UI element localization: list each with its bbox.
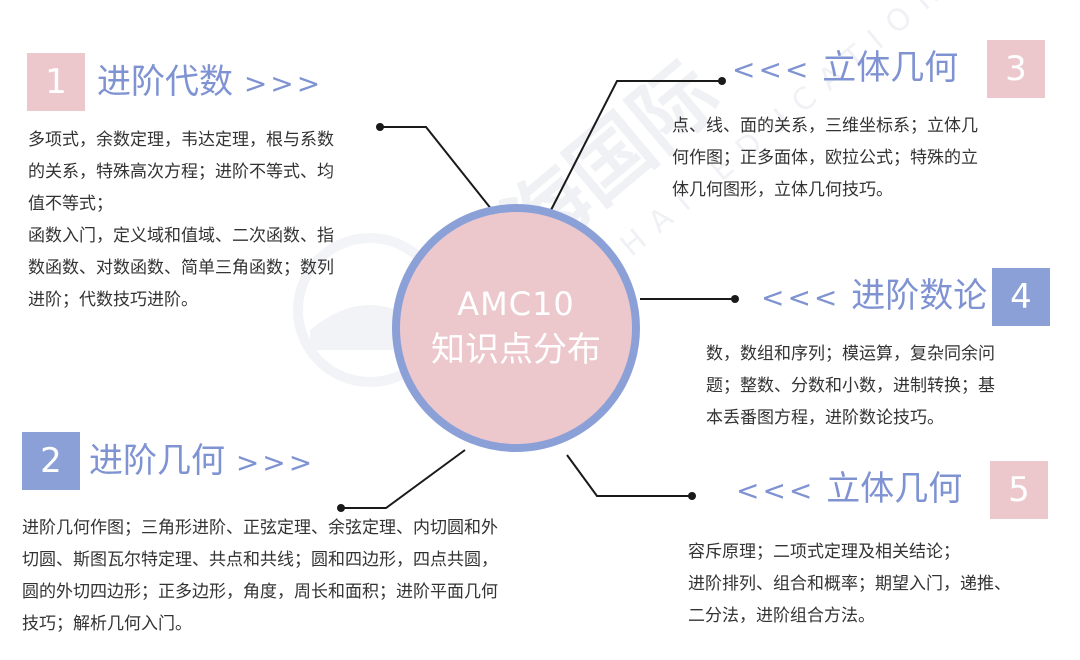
section-1-line: 值不等式； <box>28 194 113 214</box>
section-1-arrows: >>> <box>243 67 324 100</box>
section-4-number: 4 <box>992 268 1050 326</box>
connector-2 <box>341 449 466 509</box>
section-5-line: 二分法，进阶组合方法。 <box>688 606 875 626</box>
section-3-title: 立体几何 <box>822 48 959 88</box>
section-4-text: 数，数组和序列；模运算，复杂同余问 题；整数、分数和小数，进制转换；基 本丢番图… <box>706 338 995 434</box>
section-1-line: 数函数、对数函数、简单三角函数；数列 <box>28 258 334 278</box>
section-3-heading: <<< 立体几何 <box>732 44 958 94</box>
section-1-number: 1 <box>27 53 85 111</box>
section-1-line: 的关系，特殊高次方程；进阶不等式、均 <box>28 162 334 182</box>
center-title: AMC10 <box>457 285 575 323</box>
section-1-heading: 进阶代数 >>> <box>97 58 323 108</box>
section-2-line: 技巧；解析几何入门。 <box>22 614 192 634</box>
section-2-title: 进阶几何 <box>89 441 225 481</box>
section-2-heading: 进阶几何 >>> <box>89 437 315 487</box>
section-3-text: 点、线、面的关系，三维坐标系；立体几 何作图；正多面体，欧拉公式；特殊的立 体几… <box>672 110 978 206</box>
section-4-title: 进阶数论 <box>851 276 988 316</box>
section-2-line: 圆的外切四边形；正多边形，角度，周长和面积；进阶平面几何 <box>22 582 498 602</box>
section-2-line: 切圆、斯图瓦尔特定理、共点和共线；圆和四边形，四点共圆， <box>22 550 498 570</box>
section-3-arrows: <<< <box>732 53 812 86</box>
section-4-line: 本丢番图方程，进阶数论技巧。 <box>706 408 944 428</box>
section-5-line: 进阶排列、组合和概率；期望入门，递推、 <box>688 574 1011 594</box>
section-4-arrows: <<< <box>761 281 841 314</box>
connector-3 <box>549 80 722 213</box>
section-1-line: 函数入门，定义域和值域、二次函数、指 <box>28 226 334 246</box>
section-3-number: 3 <box>987 40 1045 98</box>
center-circle: AMC10 知识点分布 <box>392 204 640 452</box>
section-4-line: 数，数组和序列；模运算，复杂同余问 <box>706 344 995 364</box>
section-5-line: 容斥原理；二项式定理及相关结论； <box>688 542 960 562</box>
section-2-text: 进阶几何作图；三角形进阶、正弦定理、余弦定理、内切圆和外 切圆、斯图瓦尔特定理、… <box>22 512 498 640</box>
connector-1 <box>380 126 493 211</box>
section-3-line: 何作图；正多面体，欧拉公式；特殊的立 <box>672 148 978 168</box>
connector-5 <box>566 454 692 497</box>
section-5-arrows: <<< <box>736 474 816 507</box>
dot-5-icon <box>688 492 696 500</box>
section-3-line: 点、线、面的关系，三维坐标系；立体几 <box>672 116 978 136</box>
section-2-number: 2 <box>22 432 80 490</box>
section-5-text: 容斥原理；二项式定理及相关结论； 进阶排列、组合和概率；期望入门，递推、 二分法… <box>688 536 1011 632</box>
section-1-title: 进阶代数 <box>97 62 233 102</box>
dot-2-icon <box>337 504 345 512</box>
section-5-number: 5 <box>990 461 1048 519</box>
section-1-line: 进阶；代数技巧进阶。 <box>28 290 198 310</box>
section-4-heading: <<< 进阶数论 <box>761 272 987 322</box>
section-2-line: 进阶几何作图；三角形进阶、正弦定理、余弦定理、内切圆和外 <box>22 518 498 538</box>
dot-4-icon <box>731 295 739 303</box>
dot-1-icon <box>376 123 384 131</box>
section-5-title: 立体几何 <box>826 469 963 509</box>
section-3-line: 体几何图形，立体几何技巧。 <box>672 180 893 200</box>
center-subtitle: 知识点分布 <box>431 330 601 370</box>
section-1-line: 多项式，余数定理，韦达定理，根与系数 <box>28 130 334 150</box>
section-2-arrows: >>> <box>235 446 316 479</box>
section-1-text: 多项式，余数定理，韦达定理，根与系数 的关系，特殊高次方程；进阶不等式、均 值不… <box>28 124 334 316</box>
section-4-line: 题；整数、分数和小数，进制转换；基 <box>706 376 995 396</box>
dot-3-icon <box>718 77 726 85</box>
section-5-heading: <<< 立体几何 <box>736 465 962 515</box>
